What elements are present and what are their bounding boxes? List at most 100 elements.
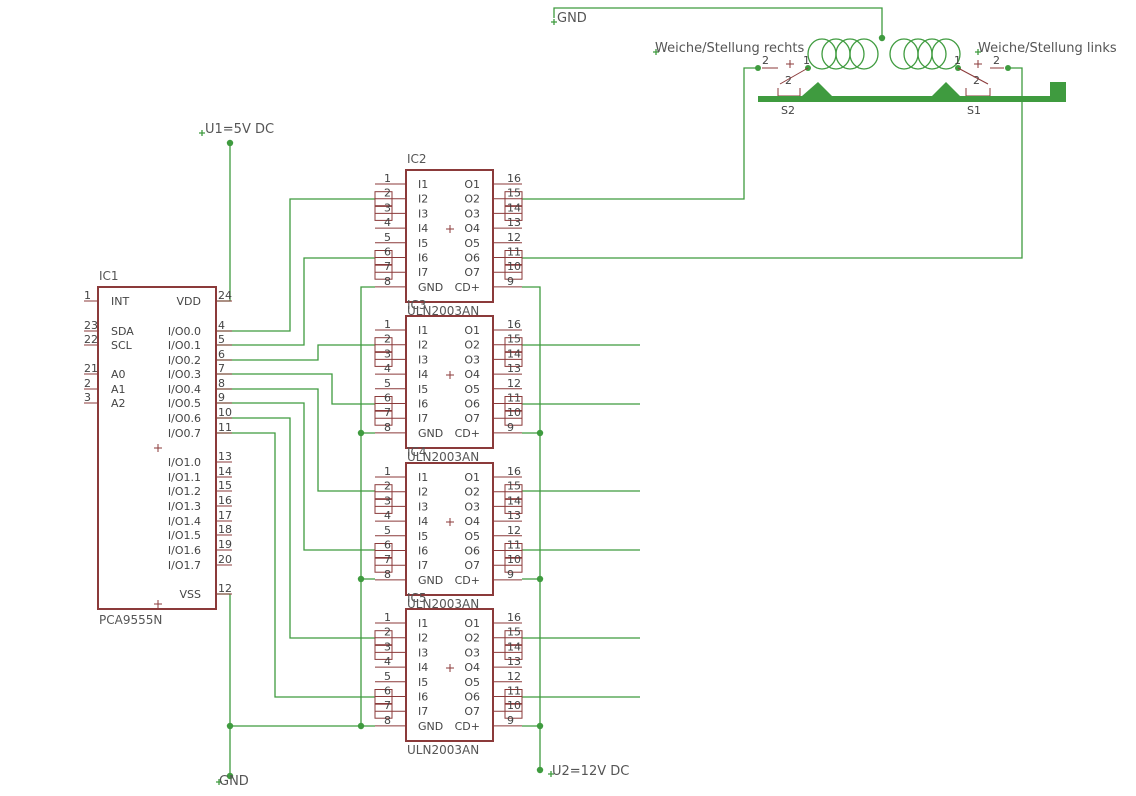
ic1-pin-io13: 16I/O1.3: [168, 494, 232, 513]
ic1-pin-io01: 5I/O0.1: [168, 333, 232, 352]
uln-pin-name: I3: [418, 353, 428, 366]
u1-marker: [199, 130, 205, 136]
uln-pin-i3: 3 I3: [374, 347, 428, 367]
ic1-pin-name: I/O1.6: [168, 544, 201, 557]
uln-pin-name: O7: [464, 705, 480, 718]
junction-cd-1: [536, 429, 544, 437]
uln-ref: IC2: [407, 152, 427, 166]
ic1-pin-name: I/O0.3: [168, 368, 201, 381]
ic1-pin-num: 17: [218, 509, 232, 522]
uln-pin-name: I4: [418, 368, 428, 381]
ic1-pin-io12: 15I/O1.2: [168, 479, 232, 498]
uln-pin-num: 15: [507, 187, 521, 200]
gnd-bottom-marker: [216, 779, 222, 785]
uln-pin-name: I5: [418, 383, 428, 396]
wires: [216, 7, 1023, 776]
ic1-pin-name: VSS: [180, 588, 202, 601]
svg-text:2: 2: [993, 54, 1000, 67]
junction-s2: [755, 65, 761, 71]
uln-pin-name: I2: [418, 632, 428, 645]
ic1-pin-name: I/O0.2: [168, 354, 201, 367]
uln-pin-num: 8: [384, 568, 391, 581]
uln-pin-name: I2: [418, 193, 428, 206]
wire-io07: [216, 432, 375, 698]
ic1-pin-name: I/O1.3: [168, 500, 201, 513]
uln-pin-num: 4: [384, 509, 391, 522]
uln-pin-name: O2: [464, 486, 480, 499]
gnd-top-label: GND: [557, 11, 587, 26]
u2-label: U2=12V DC: [552, 764, 629, 779]
wire-io02: [216, 344, 375, 361]
uln-pin-num: 7: [384, 406, 391, 419]
uln-pin-name: I1: [418, 471, 428, 484]
ic1-pin-io07: 11I/O0.7: [168, 421, 232, 440]
right-label-marker: [653, 49, 659, 55]
uln-pin-num: 14: [507, 347, 521, 360]
uln-pin-num: 9: [507, 275, 514, 288]
uln-pin-name: O1: [464, 471, 480, 484]
uln-ref: IC3: [407, 298, 427, 312]
uln-body: [405, 169, 494, 303]
uln-pin-cdplus: 9CD+: [455, 568, 522, 587]
uln-pin-name: GND: [418, 281, 443, 294]
wire-s1-o6: [522, 67, 1023, 259]
uln-pin-name: O1: [464, 178, 480, 191]
ic1-pin-io05: 9I/O0.5: [168, 391, 232, 410]
s2-label: S2: [781, 104, 795, 117]
uln-pin-name: GND: [418, 720, 443, 733]
gnd-bus: [360, 286, 375, 726]
uln-pin-num: 11: [507, 246, 521, 259]
turnout-rail: [758, 82, 1066, 102]
uln-pin-name: O5: [464, 383, 480, 396]
svg-text:1: 1: [803, 54, 810, 67]
uln-pin-name: O5: [464, 676, 480, 689]
weiche-rechts-label: Weiche/Stellung rechts: [655, 41, 804, 56]
uln-pin-num: 7: [384, 260, 391, 273]
ic1-pin-name: I/O1.5: [168, 529, 201, 542]
ic1-pin-name: I/O0.4: [168, 383, 201, 396]
uln-ref: IC4: [407, 445, 427, 459]
uln-pin-name: I6: [418, 252, 428, 265]
left-label-marker: [975, 49, 981, 55]
turnout-assembly: 2 1 2 S2 1 2 2 S1: [758, 38, 1066, 117]
ic1-pin-num: 21: [84, 362, 98, 375]
uln-pin-name: GND: [418, 574, 443, 587]
uln-pin-num: 3: [384, 347, 391, 360]
ic1-pin-num: 19: [218, 538, 232, 551]
ic1-pin-num: 23: [84, 319, 98, 332]
uln-pin-name: I4: [418, 222, 428, 235]
wire-io00: [216, 198, 375, 332]
uln-pin-num: 4: [384, 216, 391, 229]
ic1-pin-name: A2: [111, 397, 126, 410]
ic1-pin-name: A1: [111, 383, 126, 396]
uln-pin-num: 16: [507, 465, 521, 478]
uln-pin-num: 8: [384, 421, 391, 434]
junction-s1: [1005, 65, 1011, 71]
